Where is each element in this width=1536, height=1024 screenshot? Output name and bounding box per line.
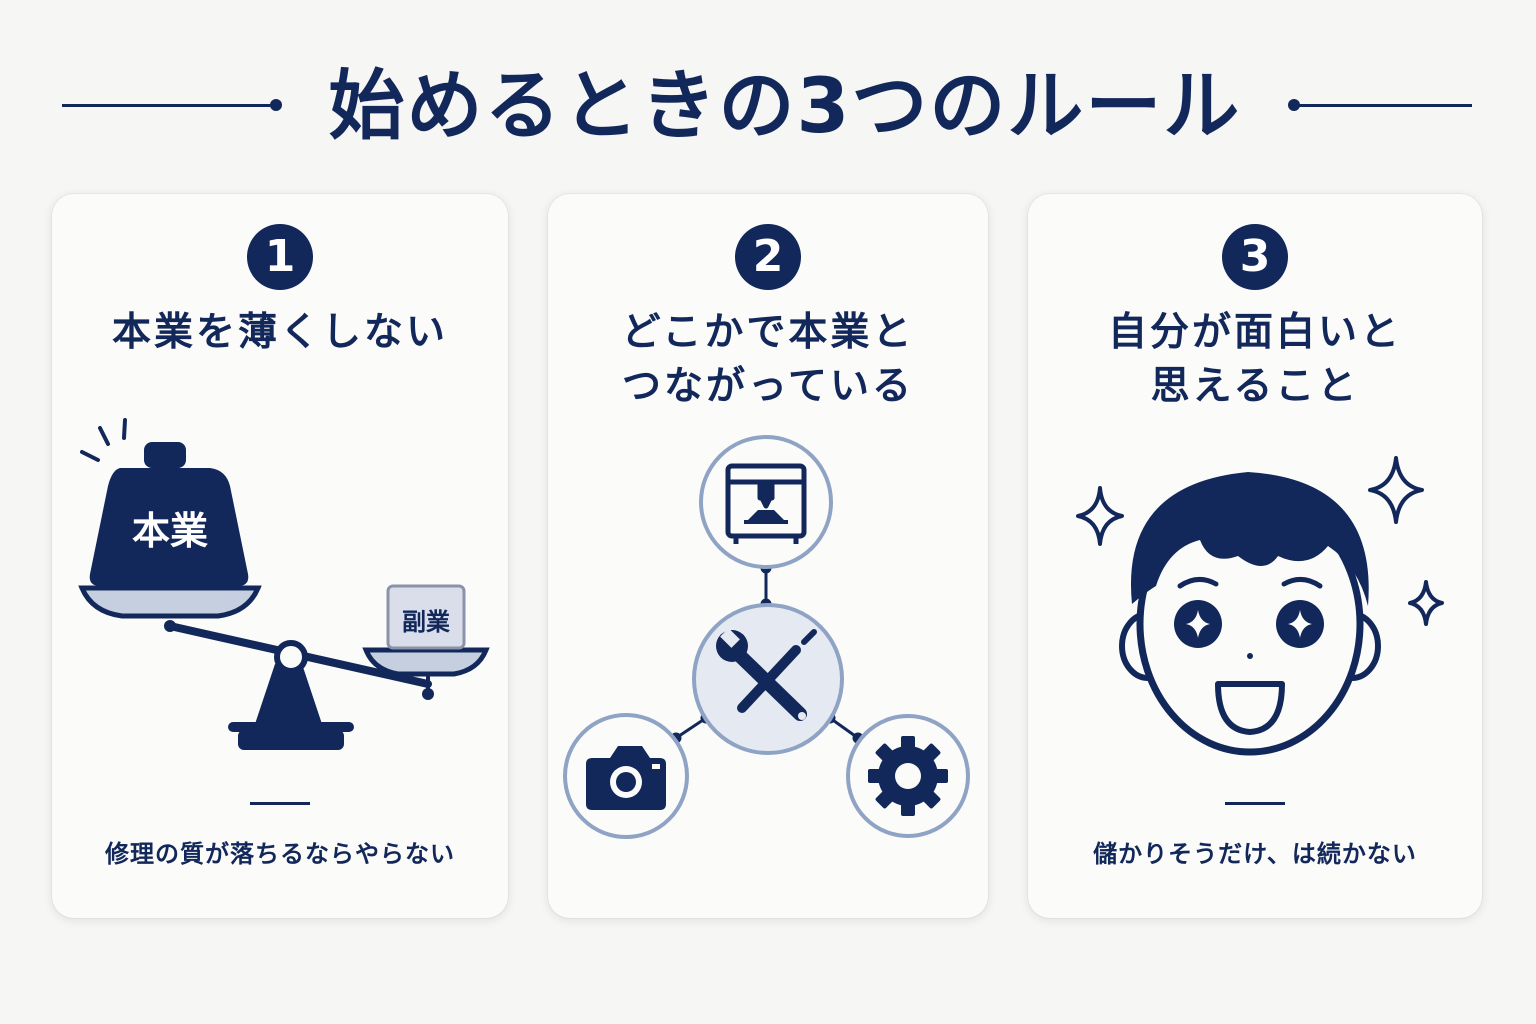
face-icon [1119, 472, 1381, 756]
sparkle-icon [1408, 580, 1444, 626]
side-job-box: 副業 [386, 584, 466, 650]
sparkle-icon [1368, 456, 1424, 524]
page-title: 始めるときの3つのルール [328, 61, 1242, 150]
gear-node [846, 714, 970, 838]
scale-pivot [274, 640, 308, 674]
caption-divider [250, 802, 310, 805]
3d-printer-icon [725, 463, 807, 544]
rule-caption: 修理の質が落ちるならやらない [105, 840, 455, 868]
sparkle-icon [1076, 486, 1124, 546]
rule-card-2: 2 どこかで本業と つながっている [548, 194, 988, 918]
camera-icon [586, 746, 666, 810]
caption-divider [1225, 802, 1285, 805]
rule-heading: どこかで本業と つながっている [558, 306, 978, 414]
rule-heading: 自分が面白いと 思えること [1038, 306, 1472, 414]
title-row: 始めるときの3つのルール [0, 52, 1536, 162]
gear-icon [868, 736, 948, 816]
title-rule-dot-left [270, 99, 282, 111]
rule-heading-line: 本業を薄くしない [111, 310, 448, 355]
rule-card-1: 1 本業を薄くしない 本業 [52, 194, 508, 918]
box-label: 副業 [402, 608, 450, 636]
rule-card-3: 3 自分が面白いと 思えること [1028, 194, 1482, 918]
tools-node [692, 603, 844, 755]
rule-heading-line: つながっている [621, 364, 915, 409]
title-rule-dot-right [1288, 99, 1300, 111]
scale-stand [228, 664, 354, 750]
camera-node [563, 713, 689, 839]
rule-number-badge: 3 [1222, 224, 1288, 290]
main-job-weight: 本業 [89, 442, 249, 586]
rule-heading-line: どこかで本業と [621, 310, 915, 355]
rule-caption: 儲かりそうだけ、は続かない [1093, 840, 1417, 868]
tools-icon [716, 628, 817, 721]
rule-number-badge: 2 [735, 224, 801, 290]
scale-pan-left [78, 585, 262, 619]
happy-face-illustration [1076, 456, 1444, 756]
title-rule-right [1296, 104, 1472, 107]
rule-heading-line: 自分が面白いと [1107, 310, 1402, 355]
rule-heading-line: 思えること [1150, 364, 1360, 409]
balance-scale-illustration: 本業 副業 [78, 418, 490, 750]
scale-pan-right [362, 647, 490, 677]
3d-printer-node [699, 435, 833, 569]
weight-label: 本業 [132, 509, 208, 553]
rule-number-badge: 1 [247, 224, 313, 290]
emphasis-lines-icon [80, 418, 127, 462]
rule-heading: 本業を薄くしない [62, 306, 498, 360]
title-rule-left [62, 104, 274, 107]
connection-diagram [563, 435, 970, 839]
